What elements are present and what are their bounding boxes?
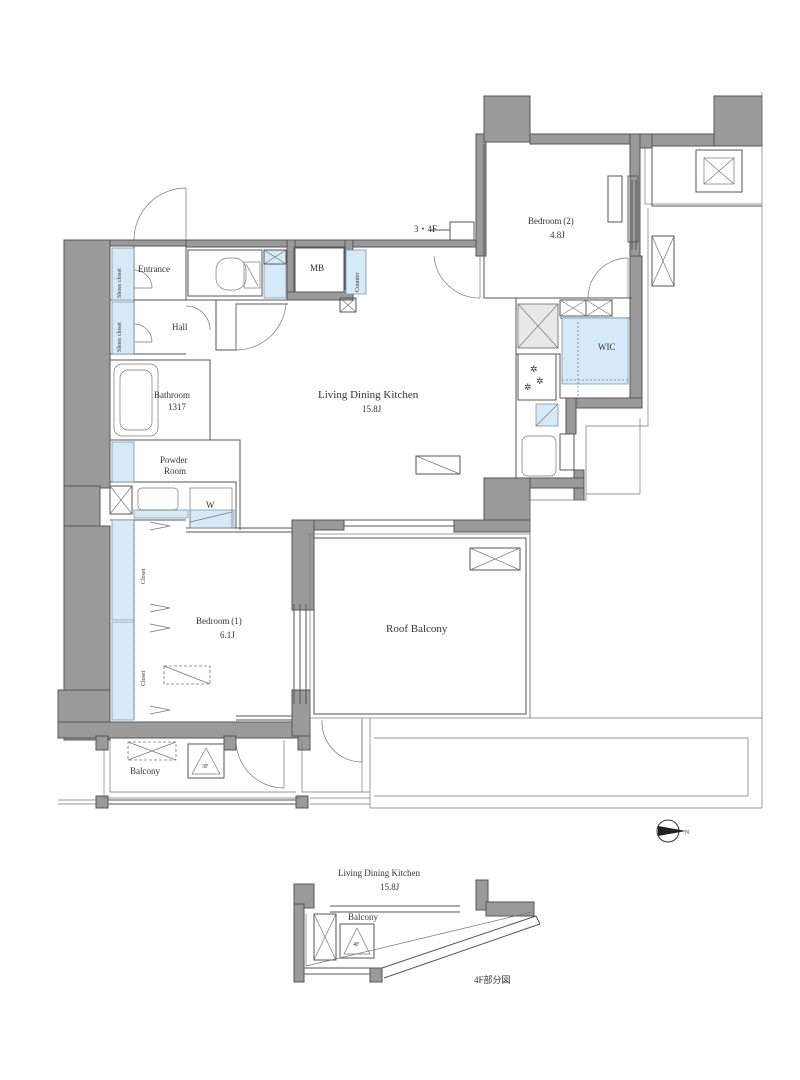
bathroom-size: 1317 <box>168 402 187 412</box>
stove <box>517 353 557 401</box>
outer-walls <box>57 95 763 809</box>
inset-4f: Living Dining Kitchen 15.8J Balcony 4F 4… <box>293 868 541 985</box>
compass-label: N <box>685 830 690 836</box>
outlines <box>58 92 763 809</box>
inset-balcony-label: Balcony <box>348 912 378 922</box>
bedroom1-size: 6.1J <box>220 630 235 640</box>
bathroom-label: Bathroom <box>154 390 190 400</box>
closet-label-1: Closet <box>141 568 147 584</box>
bedroom1-label: Bedroom (1) <box>196 616 242 626</box>
inset-caption: 4F部分図 <box>474 974 511 985</box>
balcony-label: Balcony <box>130 766 160 776</box>
entrance-label: Entrance <box>138 264 170 274</box>
wic-label: WIC <box>598 342 616 352</box>
bathtub <box>113 363 159 437</box>
shoes-closet-1 <box>111 247 135 301</box>
kitchen-sink <box>521 435 557 477</box>
floor-marker-label: 3・4F <box>414 224 437 234</box>
svg-text:✲: ✲ <box>530 364 538 374</box>
mb-label: MB <box>310 263 324 273</box>
room-labels: Entrance Hall Shoes closet Shoes closet … <box>117 216 616 776</box>
shoes-closet-label-1: Shoes closet <box>117 268 123 298</box>
hatch-4f <box>339 923 375 959</box>
toilet <box>215 257 247 291</box>
ldk-label: Living Dining Kitchen <box>318 389 419 401</box>
powder-room-label-1: Powder <box>160 455 188 465</box>
closet-label-2: Closet <box>141 670 147 686</box>
closet-1 <box>111 519 135 621</box>
wic-area <box>561 317 629 385</box>
doors <box>133 180 637 789</box>
bedroom2-size: 4.8J <box>550 230 565 240</box>
roof-balcony-label: Roof Balcony <box>386 623 448 635</box>
fixtures: ✲ ✲ ✲ <box>109 149 743 779</box>
storage <box>111 247 629 721</box>
inset-ldk-label: Living Dining Kitchen <box>338 868 420 878</box>
counter-cabinet <box>345 249 367 295</box>
counter-label: Counter <box>355 273 361 292</box>
svg-text:✲: ✲ <box>536 376 544 386</box>
skylight-1 <box>695 149 743 193</box>
hatch-3f-label: 3F <box>202 764 209 770</box>
ldk-size: 15.8J <box>362 404 382 414</box>
compass: N <box>656 819 690 843</box>
inset-ldk-size: 15.8J <box>380 882 400 892</box>
hall-label: Hall <box>172 322 188 332</box>
washer <box>189 487 233 529</box>
shoes-closet-label-2: Shoes closet <box>117 322 123 352</box>
sink <box>137 487 179 511</box>
powder-room-label-2: Room <box>164 466 186 476</box>
bedroom2-label: Bedroom (2) <box>528 216 574 226</box>
closet-2 <box>111 621 135 721</box>
inset-hatch-label: 4F <box>353 942 360 948</box>
washer-label: W <box>206 500 215 510</box>
hatch-3f <box>187 743 225 779</box>
svg-text:✲: ✲ <box>524 382 532 392</box>
shoes-closet-2 <box>111 301 135 355</box>
